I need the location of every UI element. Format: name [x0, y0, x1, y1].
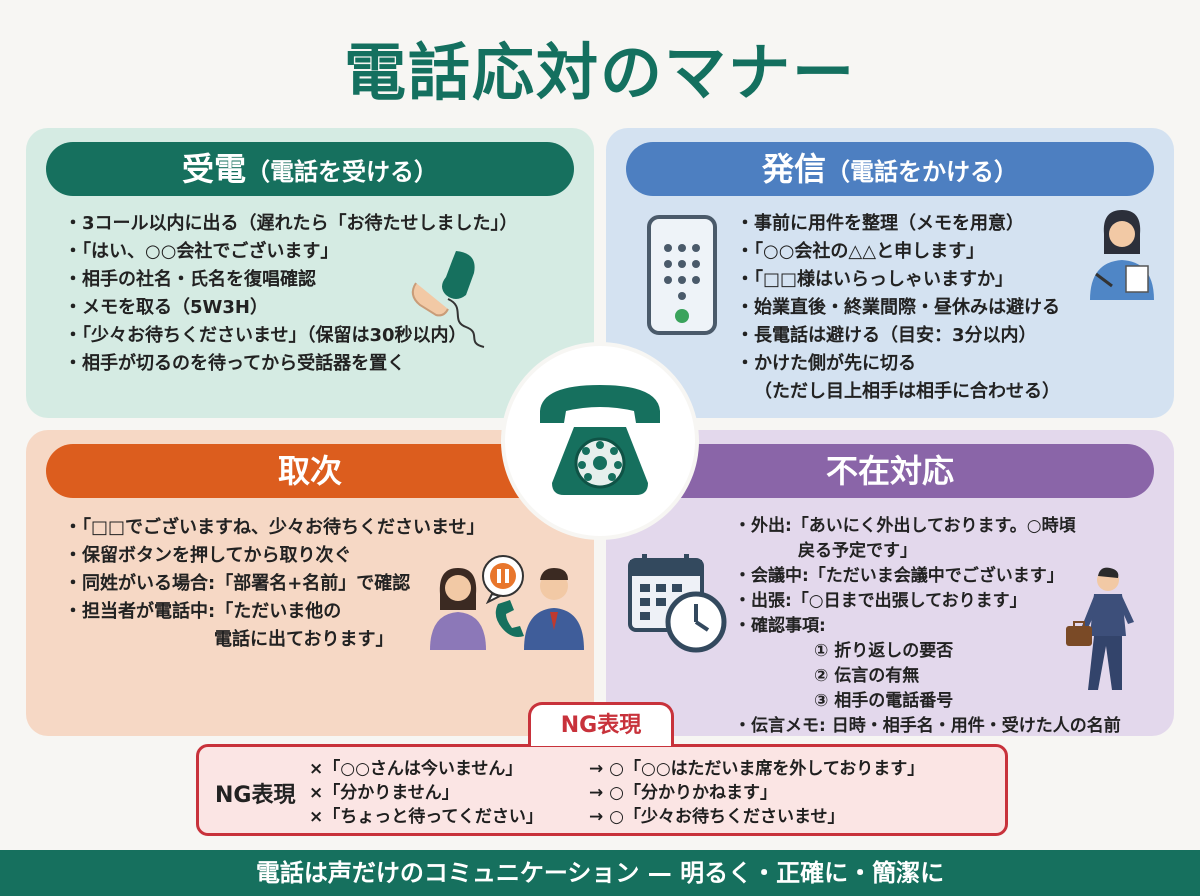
smartphone-icon: [647, 215, 717, 335]
footer-banner: 電話は声だけのコミュニケーション — 明るく・正確に・簡潔に: [0, 850, 1200, 896]
ng-bad: ×「分かりません」: [309, 783, 459, 803]
ng-good: → ○「分かりかねます」: [589, 783, 777, 803]
ng-rows: ×「○○さんは今いません」 → ○「○○はただいま席を外しております」 ×「分か…: [309, 757, 999, 829]
list-item: 相手の社名・氏名を復唱確認: [64, 266, 518, 294]
list-item: 事前に用件を整理（メモを用意）: [736, 210, 1060, 238]
receiving-list: 3コール以内に出る（遅れたら「お待たせしました」） 「はい、○○会社でございます…: [64, 210, 518, 378]
handset-icon: [411, 251, 485, 348]
list-item: 保留ボタンを押してから取り次ぐ: [64, 542, 484, 570]
ng-expressions-box: NG表現 ×「○○さんは今いません」 → ○「○○はただいま席を外しております」…: [196, 744, 1008, 836]
list-item: メモを取る（5W3H）: [64, 294, 518, 322]
ng-bad: ×「ちょっと待ってください」: [309, 807, 543, 827]
woman-memo-icon: [1090, 210, 1154, 300]
relay-heading: 取次: [46, 444, 574, 498]
rotary-phone-icon: [540, 385, 660, 495]
ng-tab-label: NG表現: [528, 702, 674, 746]
center-phone-badge: [505, 346, 695, 536]
businessman-icon: [1066, 567, 1134, 690]
panel-receiving: 受電（電話を受ける） 3コール以内に出る（遅れたら「お待たせしました」） 「はい…: [26, 128, 594, 418]
page-title: 電話応対のマナー: [343, 36, 856, 109]
ng-bad: ×「○○さんは今いません」: [309, 759, 523, 779]
list-item: 確認事項: ① 折り返しの要否 ② 伝言の有無 ③ 相手の電話番号: [734, 614, 1121, 714]
absent-heading: 不在対応: [626, 444, 1154, 498]
panel-relay: 取次 「□□でございますね、少々お待ちくださいませ」 保留ボタンを押してから取り…: [26, 430, 594, 736]
list-item: 会議中:「ただいま会議中でございます」: [734, 564, 1121, 589]
list-item: 3コール以内に出る（遅れたら「お待たせしました」）: [64, 210, 518, 238]
list-item: 伝言メモ: 日時・相手名・用件・受けた人の名前: [734, 714, 1121, 739]
list-item: 「□□様はいらっしゃいますか」: [736, 266, 1060, 294]
list-item: 「□□でございますね、少々お待ちくださいませ」: [64, 514, 484, 542]
ng-row: ×「分かりません」 → ○「分かりかねます」: [309, 781, 999, 805]
list-item: 同姓がいる場合:「部署名+名前」で確認: [64, 570, 484, 598]
list-item: 相手が切るのを待ってから受話器を置く: [64, 350, 518, 378]
hold-icon: [482, 555, 524, 604]
list-item: 出張:「○日まで出張しております」: [734, 589, 1121, 614]
ng-good: → ○「少々お待ちくださいませ」: [589, 807, 845, 827]
ng-row: ×「ちょっと待ってください」 → ○「少々お待ちくださいませ」: [309, 805, 999, 829]
panel-calling: 発信（電話をかける） 事前に用件を整理（メモを用意） 「○○会社の△△と申します…: [606, 128, 1174, 418]
relay-list: 「□□でございますね、少々お待ちくださいませ」 保留ボタンを押してから取り次ぐ …: [64, 514, 484, 654]
ng-row: ×「○○さんは今いません」 → ○「○○はただいま席を外しております」: [309, 757, 999, 781]
list-item: 長電話は避ける（目安：3分以内）: [736, 322, 1060, 350]
list-item: 「少々お待ちくださいませ」（保留は30秒以内）: [64, 322, 518, 350]
list-item: 「はい、○○会社でございます」: [64, 238, 518, 266]
calling-list: 事前に用件を整理（メモを用意） 「○○会社の△△と申します」 「□□様はいらっし…: [736, 210, 1060, 406]
calling-heading: 発信（電話をかける）: [626, 142, 1154, 196]
colleagues-icon: [430, 568, 584, 650]
receiving-heading: 受電（電話を受ける）: [46, 142, 574, 196]
list-item: かけた側が先に切る（ただし目上相手は相手に合わせる）: [736, 350, 1060, 406]
ng-good: → ○「○○はただいま席を外しております」: [589, 759, 925, 779]
calendar-clock-icon: [628, 554, 727, 653]
list-item: 始業直後・終業間際・昼休みは避ける: [736, 294, 1060, 322]
ng-label: NG表現: [215, 783, 296, 808]
list-item: 「○○会社の△△と申します」: [736, 238, 1060, 266]
